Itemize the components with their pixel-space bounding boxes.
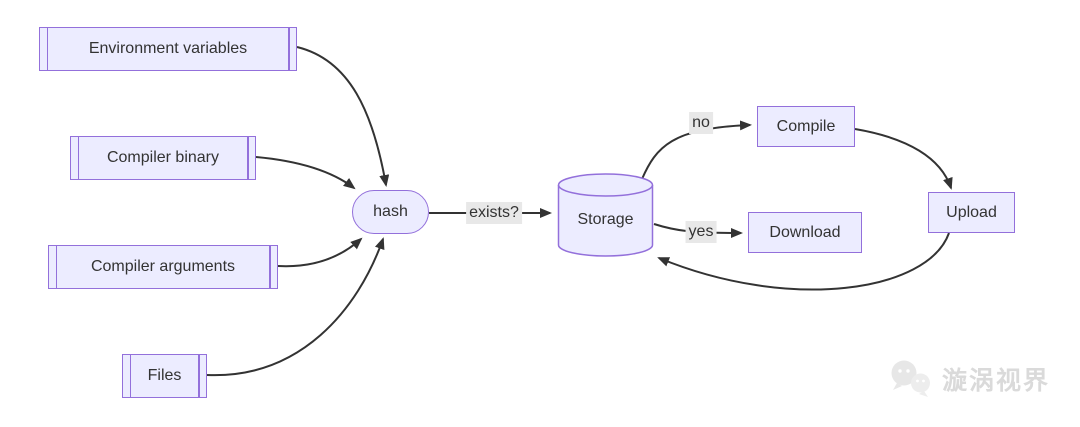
edge-files-to-hash	[206, 237, 385, 377]
wechat-bubbles-icon	[891, 360, 930, 397]
node-hash: hash	[352, 190, 429, 234]
node-files: Files	[122, 354, 207, 398]
node-label: Compiler binary	[106, 149, 220, 166]
node-download: Download	[748, 212, 862, 253]
watermark-text: 漩涡视界	[941, 367, 1050, 395]
watermark: 漩涡视界	[889, 359, 1050, 399]
edge-storage-to-compile	[641, 120, 752, 180]
node-label: Compile	[776, 117, 836, 135]
edge-label-no: no	[689, 112, 713, 134]
node-compile: Compile	[757, 106, 855, 147]
node-label: Download	[769, 223, 841, 241]
node-storage: Storage	[557, 172, 654, 258]
cylinder-shape	[557, 173, 654, 257]
edge-label-yes: yes	[685, 221, 717, 243]
node-compiler-binary: Compiler binary	[70, 136, 256, 180]
edge-env-to-hash	[296, 46, 390, 187]
node-label: hash	[373, 203, 408, 220]
edge-args-to-hash	[277, 237, 363, 268]
edge-binary-to-hash	[255, 156, 356, 190]
node-label: Storage	[577, 211, 634, 228]
node-compiler-arguments: Compiler arguments	[48, 245, 278, 289]
node-label: Files	[147, 367, 182, 384]
node-environment-variables: Environment variables	[39, 27, 297, 71]
node-label: Environment variables	[88, 40, 248, 57]
node-label: Compiler arguments	[90, 258, 236, 275]
node-upload: Upload	[928, 192, 1015, 233]
edge-compile-to-upload	[854, 128, 953, 190]
edge-upload-to-storage	[657, 232, 950, 291]
node-label: Upload	[946, 203, 997, 221]
edge-label-exists: exists?	[466, 202, 522, 224]
